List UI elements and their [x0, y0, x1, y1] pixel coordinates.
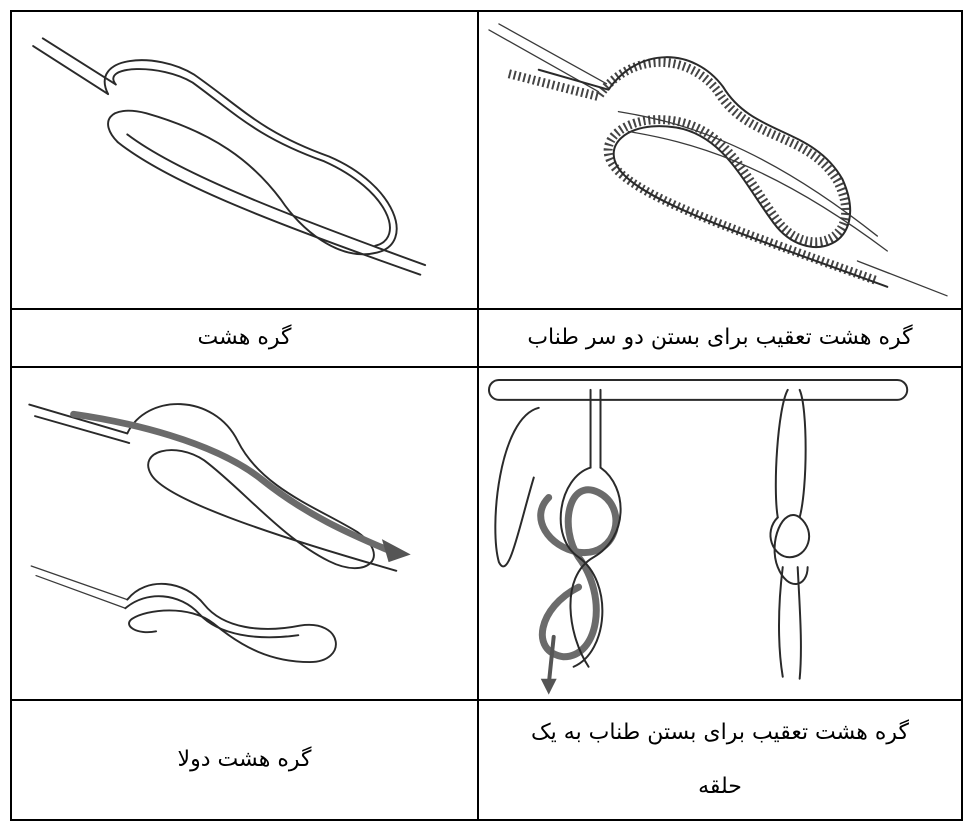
double-figure-eight-image	[11, 367, 478, 701]
caption-follow-through-ring-line2: حلقه	[479, 760, 961, 814]
follow-through-two-ropes-icon	[479, 12, 961, 308]
caption-follow-through-ring-line1: گره هشت تعقیب برای بستن طناب به یک	[479, 706, 961, 760]
caption-follow-through-two-ends: گره هشت تعقیب برای بستن دو سر طناب	[527, 325, 912, 350]
figure-eight-knot-icon	[12, 12, 477, 308]
caption-figure-eight: گره هشت	[198, 325, 292, 350]
follow-through-two-ends-image	[478, 11, 962, 309]
knot-table: گره هشت تعقیب برای بستن دو سر طناب گره ه…	[10, 10, 963, 821]
caption-cell-follow-through-ring: گره هشت تعقیب برای بستن طناب به یک حلقه	[478, 700, 962, 820]
caption-cell-follow-through-two-ends: گره هشت تعقیب برای بستن دو سر طناب	[478, 309, 962, 367]
follow-through-bar-icon	[479, 368, 961, 700]
figure-eight-image	[11, 11, 478, 309]
follow-through-ring-image	[478, 367, 962, 701]
caption-cell-figure-eight: گره هشت	[11, 309, 478, 367]
caption-cell-double-figure-eight: گره هشت دولا	[11, 700, 478, 820]
double-figure-eight-icon	[12, 368, 477, 700]
caption-double-figure-eight: گره هشت دولا	[178, 747, 312, 772]
